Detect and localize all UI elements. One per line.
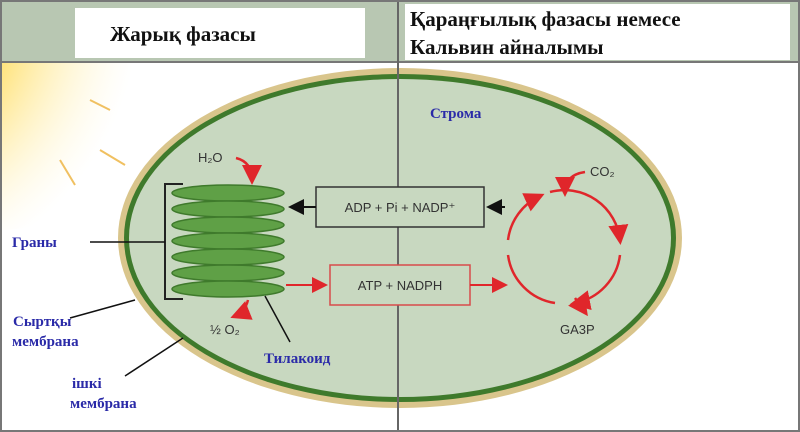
oxygen-label: ½ O₂ (210, 322, 240, 337)
stroma-label: Строма (430, 106, 482, 122)
stroma-area (129, 79, 671, 397)
outer-membrane-label-2: мембрана (12, 334, 79, 350)
ga3p-arrow (568, 293, 588, 317)
dark-phase-title-line1: Қараңғылық фазасы немесе (410, 7, 681, 31)
outer-membrane-pointer (69, 299, 136, 319)
dark-phase-title-line2: Кальвин айналымы (410, 35, 604, 59)
co2-label: CO₂ (590, 164, 615, 179)
inputs-label: ADP + Pi + NADP⁺ (345, 200, 456, 215)
light-phase-header-bg (75, 8, 365, 58)
light-phase-title: Жарық фазасы (110, 22, 256, 46)
inner-membrane-label-2: мембрана (70, 396, 137, 412)
inputs-box (315, 186, 485, 228)
outputs-label: ATP + NADPH (358, 278, 442, 293)
inner-membrane-label-1: ішкі (72, 376, 102, 392)
co2-arrow (555, 170, 586, 197)
oxygen-arrow (230, 299, 253, 320)
thylakoid-label: Тилакоид (264, 351, 331, 367)
ga3p-label: GA3P (560, 322, 595, 337)
inner-membrane-pointer (124, 337, 184, 377)
outputs-box (329, 264, 471, 306)
water-label: H₂O (198, 150, 223, 165)
sun-rays (59, 99, 126, 186)
outer-membrane-label-1: Сыртқы (13, 314, 72, 330)
grana-stack (171, 184, 285, 298)
dark-phase-header-bg (405, 4, 790, 60)
water-arrow (235, 156, 262, 185)
thylakoid-pointer (264, 295, 291, 343)
grana-label: Граны (12, 235, 57, 251)
